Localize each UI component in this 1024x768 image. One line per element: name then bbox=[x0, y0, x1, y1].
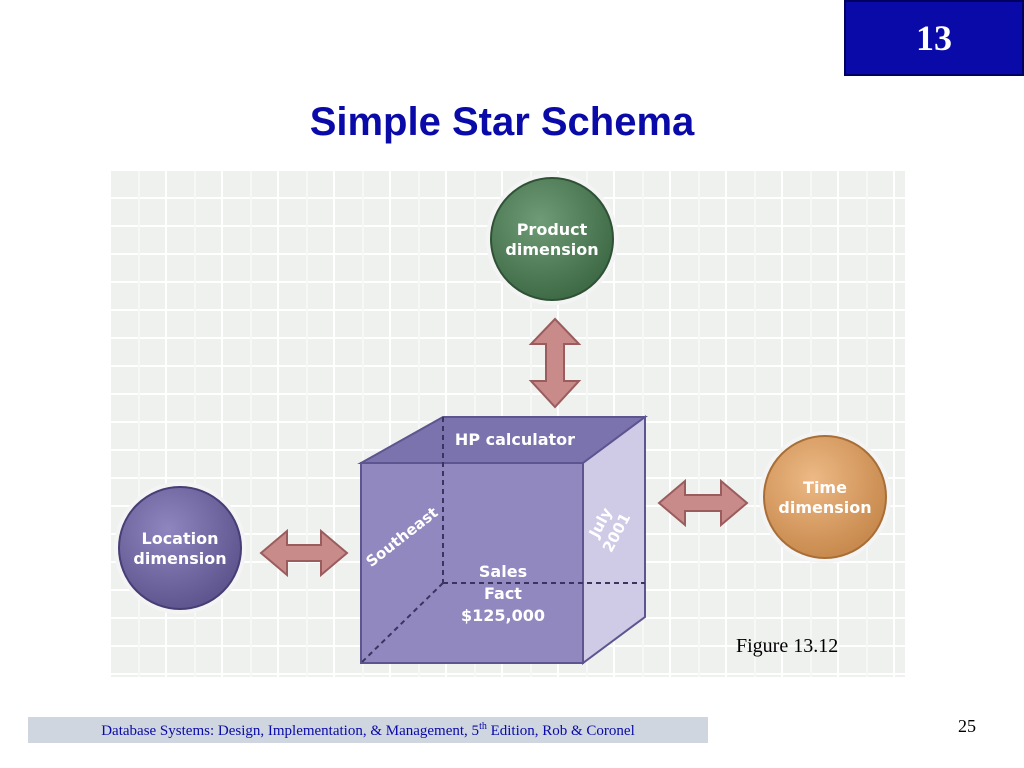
cube-center-line2: Fact bbox=[484, 584, 522, 603]
product-fact-arrow bbox=[528, 317, 582, 409]
footer-citation: Database Systems: Design, Implementation… bbox=[101, 721, 635, 740]
location-dimension-node: Location dimension bbox=[114, 482, 246, 614]
footer-text-main: Database Systems: Design, Implementation… bbox=[101, 722, 480, 739]
product-dimension-node: Product dimension bbox=[486, 173, 618, 305]
location-dimension-line2: dimension bbox=[133, 549, 226, 568]
page-title: Simple Star Schema bbox=[309, 100, 695, 144]
cube-center-line3: $125,000 bbox=[461, 606, 545, 625]
cube-top-label: HP calculator bbox=[455, 430, 575, 449]
star-schema-figure: Product dimension Time dimension Locatio… bbox=[111, 171, 905, 677]
time-dimension-line1: Time bbox=[803, 478, 847, 497]
footer-text-end: Edition, Rob & Coronel bbox=[486, 722, 635, 739]
footer-bar: Database Systems: Design, Implementation… bbox=[28, 717, 708, 743]
cube-right-face bbox=[582, 415, 646, 665]
chapter-badge: 13 bbox=[844, 0, 1024, 76]
time-dimension-line2: dimension bbox=[778, 498, 871, 517]
time-fact-arrow bbox=[657, 478, 749, 528]
time-dimension-node: Time dimension bbox=[759, 431, 891, 563]
product-dimension-line2: dimension bbox=[505, 240, 598, 259]
fact-cube: HP calculator Southeast July 2001 Sales … bbox=[357, 415, 649, 665]
footer-text-sup: th bbox=[479, 720, 487, 732]
cube-front-face bbox=[360, 462, 584, 664]
cube-center-line1: Sales bbox=[479, 562, 527, 581]
figure-caption: Figure 13.12 bbox=[736, 635, 839, 657]
page-number: 25 bbox=[958, 716, 976, 736]
location-fact-arrow bbox=[259, 528, 349, 578]
location-dimension-line1: Location bbox=[142, 529, 219, 548]
product-dimension-line1: Product bbox=[517, 220, 588, 239]
star-schema-diagram: Product dimension Time dimension Locatio… bbox=[111, 171, 905, 677]
